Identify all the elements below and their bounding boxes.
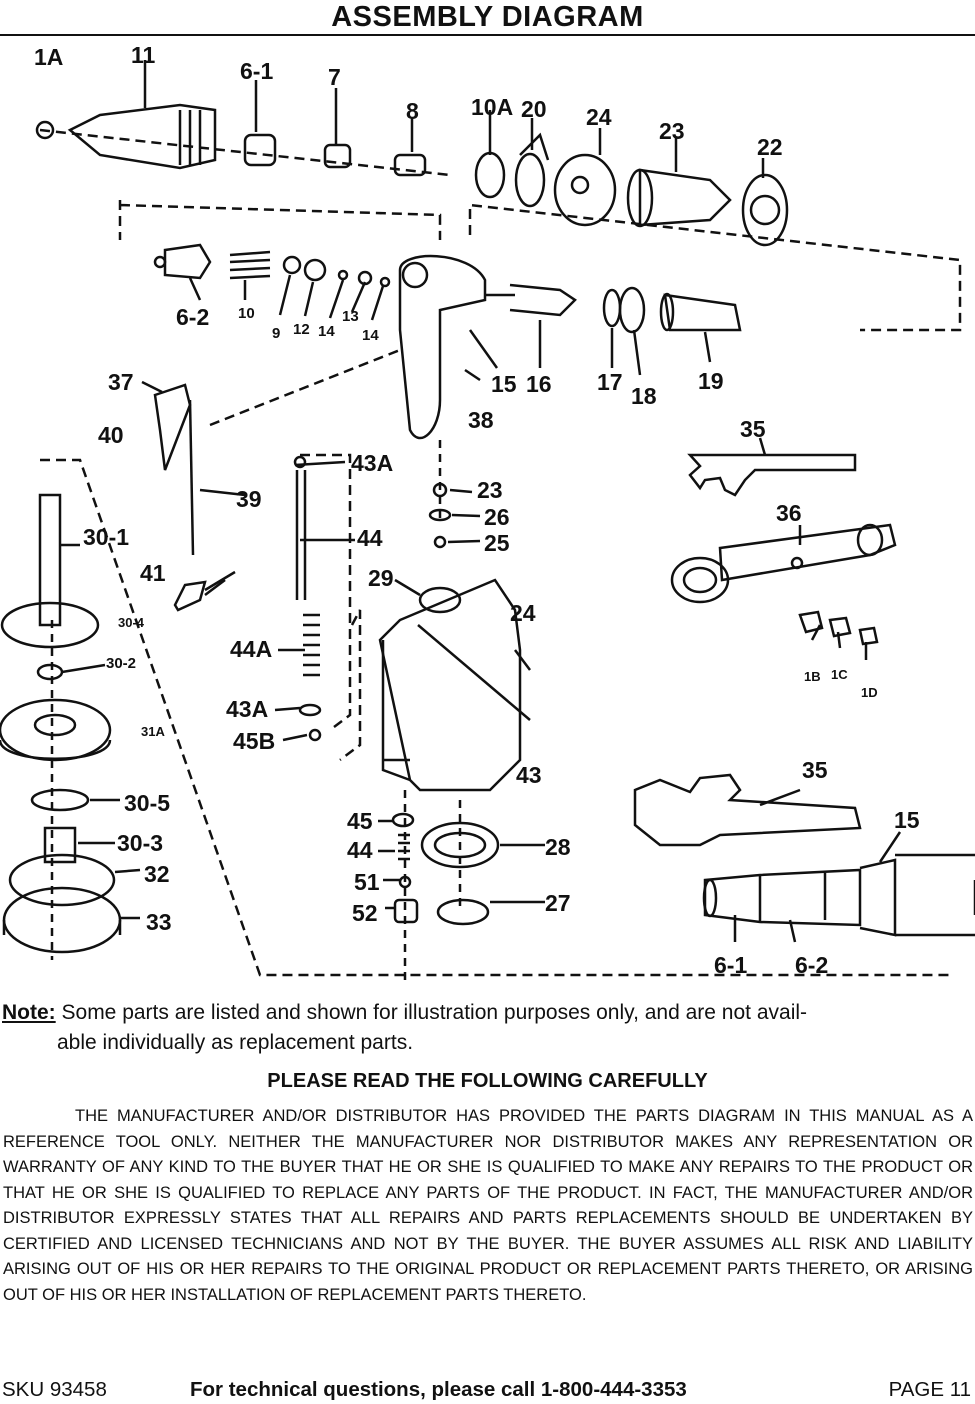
- part-label: 15: [491, 371, 517, 397]
- part-label: 7: [328, 64, 341, 90]
- part-label: 15: [894, 807, 920, 833]
- part-label: 43: [516, 762, 542, 788]
- part-label: 25: [484, 530, 510, 556]
- disclaimer-text: THE MANUFACTURER AND/OR DISTRIBUTOR HAS …: [3, 1107, 973, 1304]
- note-text: Some parts are listed and shown for illu…: [55, 1001, 808, 1024]
- part-label: 27: [545, 890, 571, 916]
- page-title: ASSEMBLY DIAGRAM: [0, 0, 975, 36]
- part-label: 17: [597, 369, 623, 395]
- part-label: 8: [406, 98, 419, 124]
- part-label: 19: [698, 368, 724, 394]
- part-label: 24: [510, 600, 536, 626]
- part-label: 45B: [233, 728, 276, 754]
- part-label: 13: [342, 308, 359, 325]
- part-label: 10A: [471, 94, 514, 120]
- part-label: 26: [484, 504, 510, 530]
- part-label: 38: [468, 407, 494, 433]
- part-label: 22: [757, 134, 783, 160]
- part-label: 9: [272, 325, 281, 342]
- part-label: 23: [477, 477, 503, 503]
- part-label: 18: [631, 383, 657, 409]
- part-label: 6-2: [795, 952, 829, 978]
- part-label: 44A: [230, 636, 273, 662]
- assembly-drawing: [0, 60, 975, 985]
- sku-number: SKU 93458: [2, 1378, 107, 1401]
- part-label: 1D: [861, 685, 878, 700]
- part-label: 36: [776, 500, 802, 526]
- part-label: 43A: [351, 450, 394, 476]
- part-label: 28: [545, 834, 571, 860]
- part-label: 31A: [141, 724, 165, 739]
- part-label: 6-1: [240, 58, 274, 84]
- part-label: 30-4: [118, 615, 145, 630]
- tech-support-line: For technical questions, please call 1-8…: [190, 1378, 687, 1401]
- page-footer: SKU 93458 For technical questions, pleas…: [0, 1376, 975, 1404]
- part-label: 29: [368, 565, 394, 591]
- part-label: 41: [140, 560, 166, 586]
- part-label: 51: [354, 869, 380, 895]
- part-label: 23: [659, 118, 685, 144]
- part-label: 33: [146, 909, 172, 935]
- part-label: 16: [526, 371, 552, 397]
- part-label: 30-5: [124, 790, 171, 816]
- part-label: 40: [98, 422, 124, 448]
- part-label: 32: [144, 861, 170, 887]
- part-label: 44: [357, 525, 383, 551]
- part-label: 14: [318, 323, 335, 340]
- part-label: 43A: [226, 696, 269, 722]
- part-label: 30-1: [83, 524, 130, 550]
- note-label: Note:: [2, 1001, 56, 1024]
- part-label: 30-3: [117, 830, 164, 856]
- part-label: 44: [347, 837, 373, 863]
- part-label: 1A: [34, 44, 64, 70]
- part-label: 30-2: [106, 655, 137, 672]
- part-label: 35: [740, 416, 766, 442]
- part-label: 12: [293, 321, 310, 338]
- part-label: 14: [362, 327, 379, 344]
- part-label: 20: [521, 96, 547, 122]
- part-label: 39: [236, 486, 262, 512]
- note: Note: Some parts are listed and shown fo…: [2, 998, 967, 1058]
- part-label: 37: [108, 369, 134, 395]
- part-label: 6-1: [714, 952, 748, 978]
- part-label: 1B: [804, 669, 821, 684]
- part-label: 35: [802, 757, 828, 783]
- note-continuation: able individually as replacement parts.: [57, 1031, 414, 1054]
- page-number: PAGE 11: [888, 1378, 971, 1401]
- part-label: 24: [586, 104, 612, 130]
- section-heading: PLEASE READ THE FOLLOWING CAREFULLY: [267, 1070, 708, 1092]
- part-label: 11: [131, 42, 156, 68]
- part-label: 45: [347, 808, 373, 834]
- part-label: 10: [238, 305, 255, 322]
- part-label: 52: [352, 900, 378, 926]
- assembly-diagram: 1A 11 6-1 7 8 10A 20 24 23 22 6-2 10 9 1…: [0, 36, 975, 986]
- part-label: 1C: [831, 667, 848, 682]
- part-label: 6-2: [176, 304, 210, 330]
